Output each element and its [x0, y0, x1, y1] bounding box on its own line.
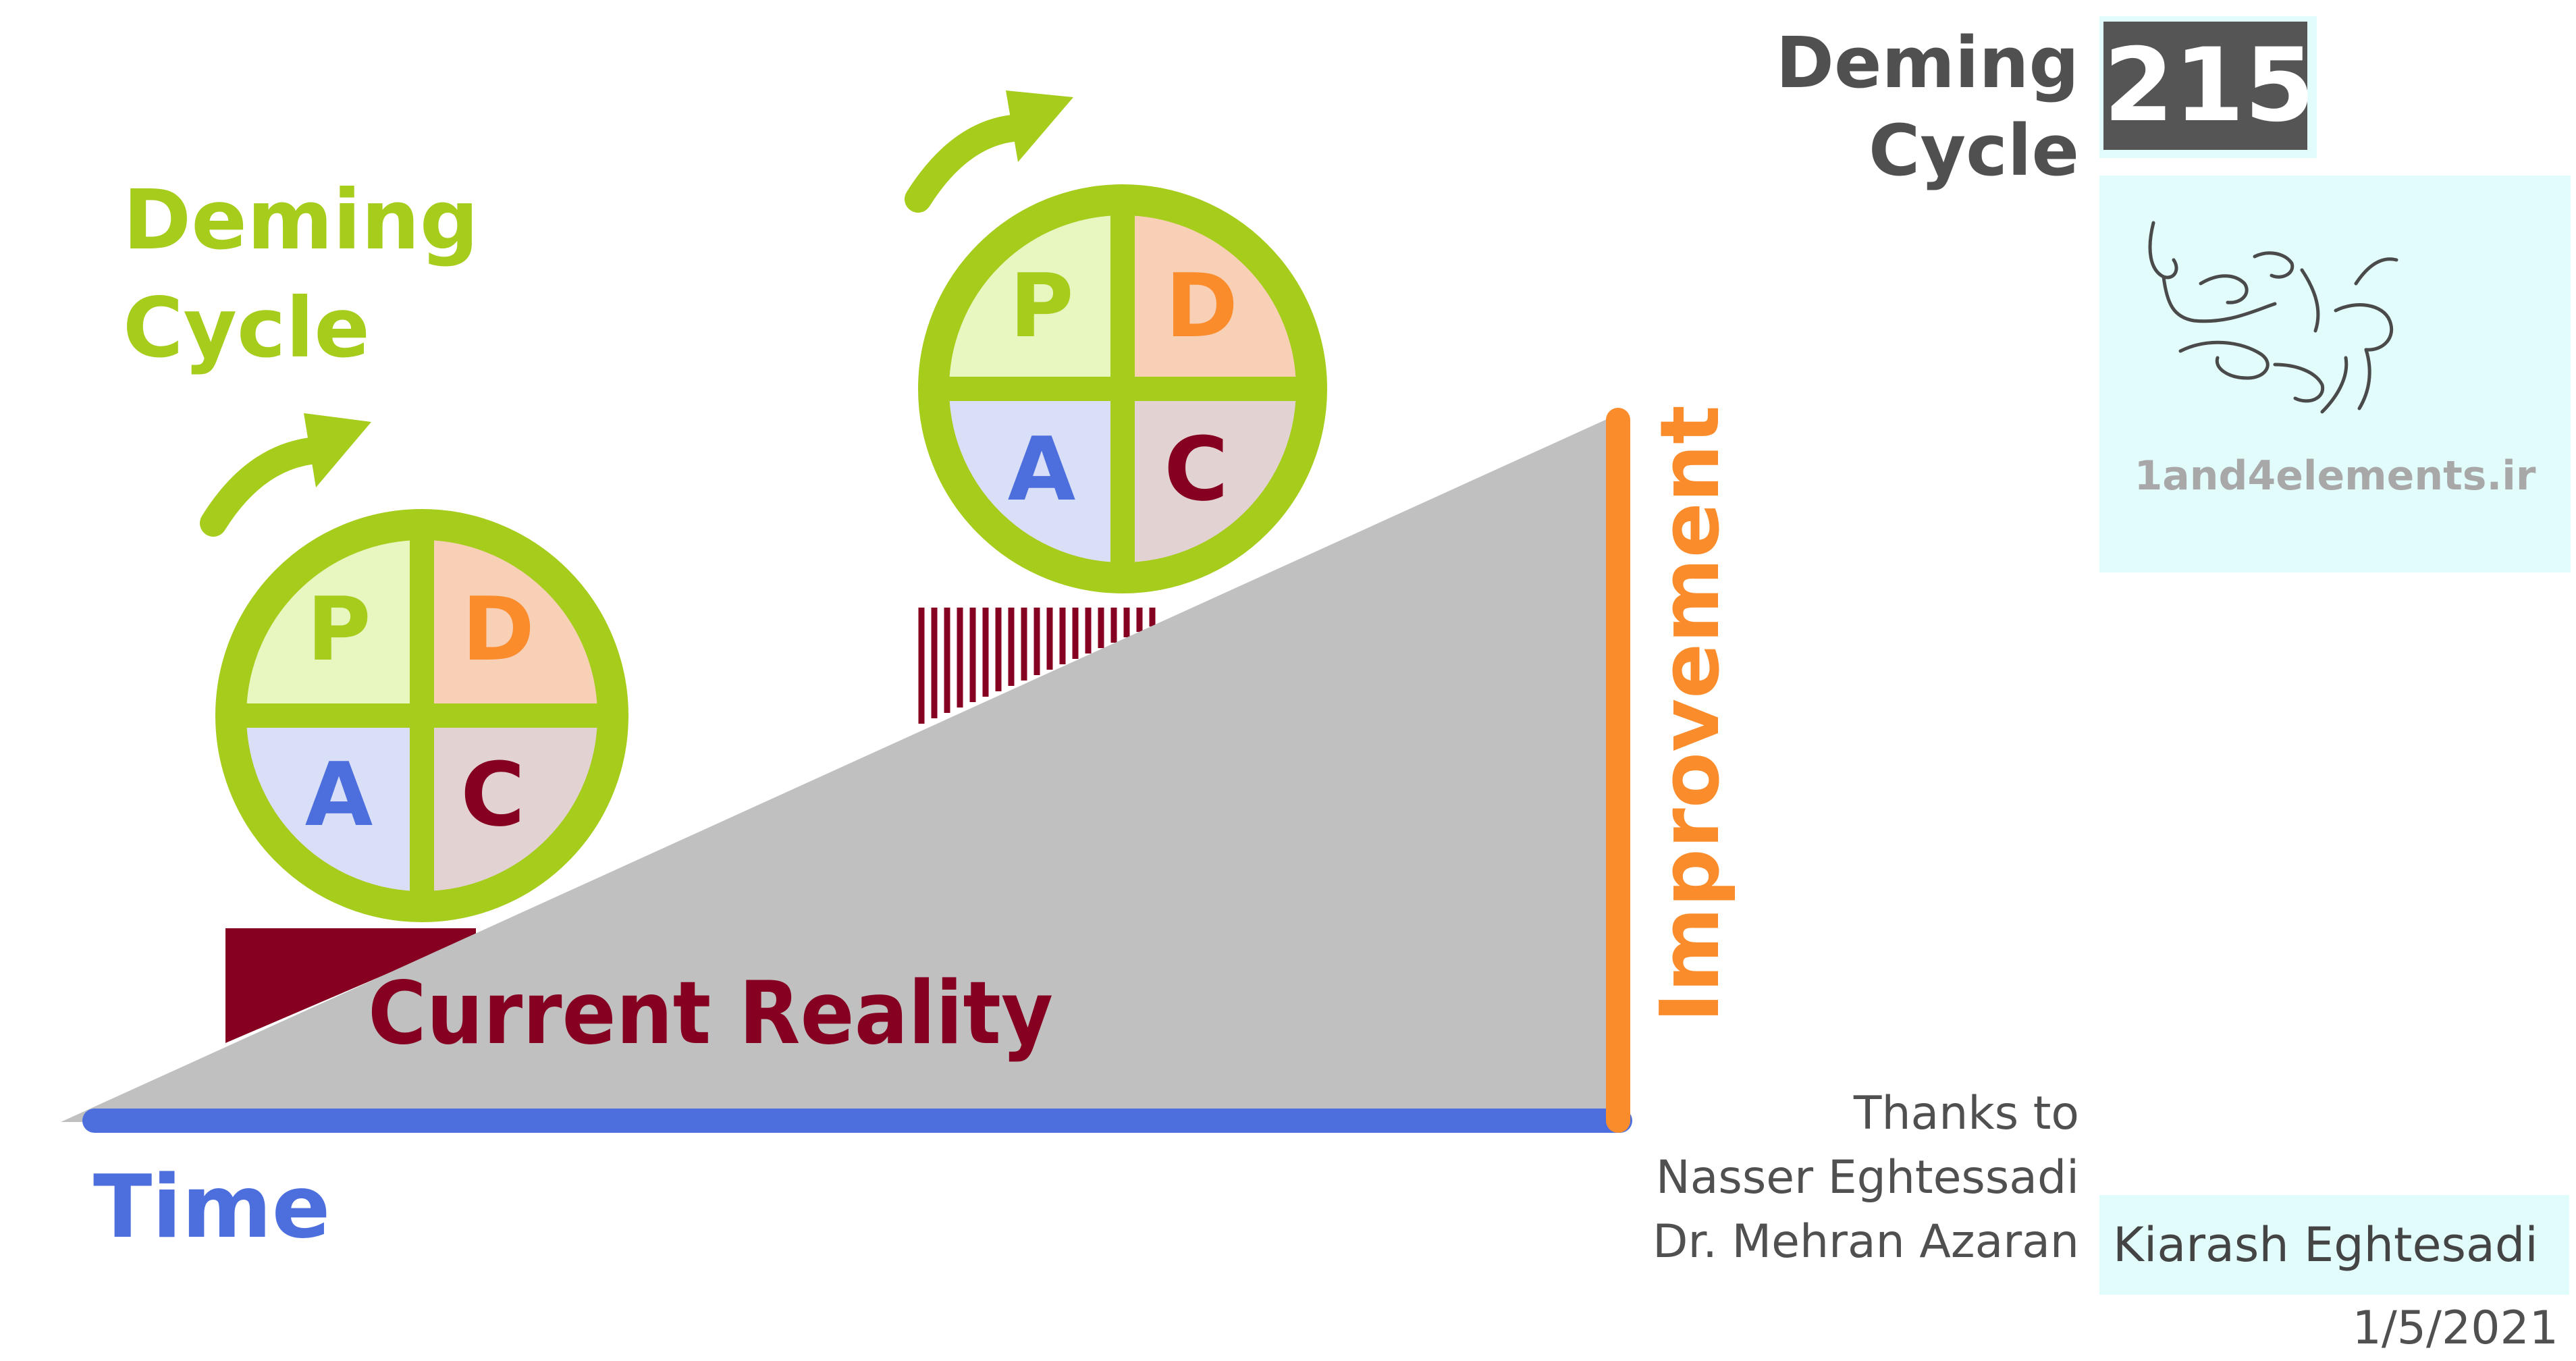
letter-p: P [1009, 255, 1073, 357]
letter-a: A [305, 743, 373, 846]
time-label: Time [93, 1157, 330, 1258]
letter-a: A [1008, 418, 1076, 521]
letter-c: C [1164, 418, 1228, 521]
rotation-arrow-right-icon [905, 90, 1073, 213]
date-label: 1/5/2021 [2352, 1302, 2558, 1355]
quadrant-act [234, 716, 422, 903]
calligraphy-logo-icon [2148, 221, 2398, 414]
pdca-wheel-right: P D A C [918, 184, 1327, 593]
credit-person-1: Nasser Eghtessadi [1655, 1151, 2079, 1204]
header-title: Deming Cycle [1775, 22, 2079, 192]
current-reality-label: Current Reality [368, 963, 1053, 1064]
left-title-line1: Deming [123, 172, 479, 268]
letter-d: D [462, 578, 535, 680]
logo-box: 1and4elements.ir [2099, 176, 2571, 572]
credit-person-2: Dr. Mehran Azaran [1653, 1215, 2079, 1269]
quadrant-do [422, 528, 610, 716]
number-badge: 215 [2099, 16, 2317, 158]
badge-number: 215 [2103, 22, 2315, 150]
letter-p: P [306, 578, 371, 680]
improvement-label: Improvement [1644, 405, 1738, 1023]
pdca-wheel-left: P D A C [215, 509, 628, 922]
rotation-arrow-left-icon [200, 413, 371, 537]
quadrant-act [938, 389, 1123, 574]
quadrant-plan [938, 204, 1123, 389]
quadrant-plan [234, 528, 422, 716]
quadrant-check [1123, 389, 1308, 574]
author-box: Kiarash Eghtesadi [2099, 1195, 2569, 1295]
left-title-line2: Cycle [123, 280, 370, 376]
website-label: 1and4elements.ir [2134, 452, 2536, 500]
improvement-wedge [61, 413, 1620, 1122]
quadrant-do [1123, 204, 1308, 389]
support-block-left [225, 928, 476, 1043]
letter-d: D [1165, 255, 1238, 357]
thanks-label: Thanks to [1853, 1087, 2079, 1140]
quadrant-check [422, 716, 610, 903]
hatched-support-block [918, 608, 1156, 724]
author-name: Kiarash Eghtesadi [2113, 1217, 2538, 1273]
letter-c: C [460, 743, 525, 846]
